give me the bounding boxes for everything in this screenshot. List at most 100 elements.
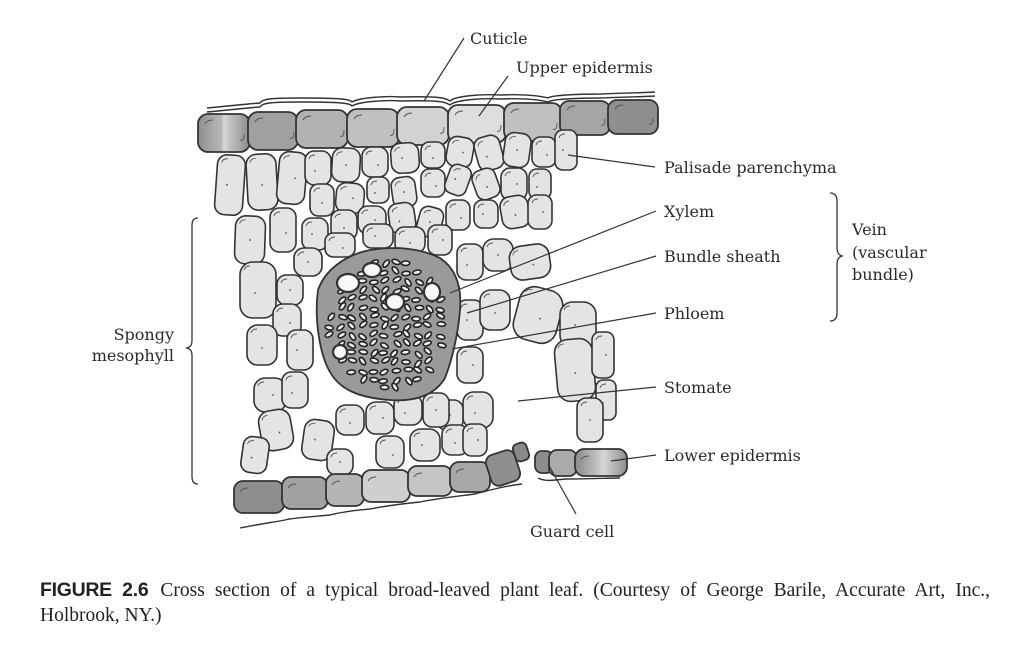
- phloem-tube: [436, 342, 447, 349]
- phloem-tube: [338, 313, 348, 321]
- mesophyll-cell: [245, 152, 279, 212]
- phloem-tube: [390, 356, 399, 366]
- mesophyll-cell: [361, 146, 389, 178]
- mesophyll-cell: [269, 207, 297, 253]
- cuticle-leader: [423, 37, 465, 102]
- mesophyll-cell: [326, 448, 354, 476]
- mesophyll-cell: [239, 261, 277, 319]
- phloem-tube: [347, 293, 357, 301]
- label-xylem: Xylem: [664, 202, 714, 221]
- figure-caption-text: Cross section of a typical broad-leaved …: [40, 580, 990, 626]
- mesophyll-cell: [508, 243, 552, 281]
- phloem-tube: [358, 312, 368, 321]
- mesophyll-cell: [443, 163, 473, 197]
- mesophyll-cell: [309, 183, 335, 217]
- phloem-tube: [436, 321, 447, 328]
- mesophyll-cell: [275, 150, 309, 206]
- phloem-tube: [379, 293, 388, 303]
- upper-epidermis-leader: [478, 75, 509, 117]
- figure-number: FIGURE 2.6: [40, 579, 149, 601]
- phloem-tube: [324, 324, 335, 331]
- mesophyll-cell: [246, 324, 278, 366]
- xylem-leader: [449, 210, 657, 294]
- phloem-tube: [380, 315, 390, 323]
- phloem-tube: [346, 348, 357, 356]
- label-cuticle: Cuticle: [470, 29, 528, 48]
- phloem-tube: [424, 356, 433, 365]
- phloem-tube: [435, 306, 446, 314]
- phloem-tube: [401, 270, 411, 277]
- label-palisade-parenchyma: Palisade parenchyma: [664, 158, 837, 177]
- vein-brace: [829, 192, 845, 322]
- lower-epidermis: [233, 441, 628, 529]
- guard-cell-leader: [547, 463, 577, 515]
- mesophyll-cell: [554, 129, 578, 171]
- mesophyll-cell: [462, 391, 494, 429]
- phloem-tube: [391, 258, 401, 266]
- mesophyll-cell: [499, 194, 531, 230]
- phloem-tube: [393, 339, 402, 348]
- phloem-tube: [403, 303, 412, 313]
- mesophyll-cell: [422, 392, 450, 428]
- phloem-tube: [346, 369, 357, 376]
- mesophyll-cell: [531, 136, 557, 168]
- phloem-tube: [338, 301, 347, 311]
- phloem-tube: [404, 376, 413, 386]
- phloem-tube: [368, 368, 379, 376]
- phloem-tube: [348, 332, 357, 341]
- mesophyll-cell: [276, 274, 304, 306]
- phloem-tube: [369, 329, 379, 338]
- phloem-tube: [358, 356, 367, 366]
- phloem-tube: [391, 382, 399, 392]
- phloem-tube: [337, 331, 347, 339]
- mesophyll-cell: [420, 141, 446, 169]
- label-spongy-line2: mesophyll: [92, 346, 174, 365]
- phloem-tube: [358, 348, 369, 355]
- phloem-tube: [368, 321, 379, 329]
- phloem-tube: [368, 294, 378, 303]
- phloem-tube: [391, 265, 400, 275]
- phloem-tube: [358, 340, 369, 348]
- phloem-tube: [400, 285, 410, 293]
- phloem-tube: [369, 306, 380, 313]
- mesophyll-cell: [281, 371, 309, 409]
- phloem-tube: [346, 341, 357, 349]
- label-guard-cell: Guard cell: [530, 522, 614, 541]
- phloem-tube: [400, 260, 411, 267]
- mesophyll-cell: [362, 223, 394, 249]
- mesophyll-cell: [233, 215, 267, 265]
- phloem-tube: [358, 320, 368, 329]
- phloem-tube: [423, 331, 433, 340]
- spongy-mesophyll-brace: [184, 217, 199, 485]
- phloem-tube: [346, 302, 355, 312]
- phloem-tube: [414, 350, 423, 359]
- mesophyll-cell: [445, 199, 471, 231]
- mesophyll-cell: [473, 199, 499, 229]
- bundle-sheath-leader: [466, 255, 657, 314]
- phloem-tube: [391, 367, 402, 374]
- label-bundle-sheath: Bundle sheath: [664, 247, 781, 266]
- phloem-tube: [380, 276, 390, 284]
- mesophyll-cell: [366, 176, 390, 204]
- mesophyll-cell: [553, 337, 597, 403]
- phloem-tube: [368, 279, 379, 286]
- phloem-tube: [370, 311, 380, 319]
- mesophyll-cell: [456, 346, 484, 384]
- mesophyll-cell: [576, 397, 604, 443]
- phloem-tube: [415, 278, 425, 287]
- phloem-tube: [414, 304, 425, 311]
- phloem-tube: [379, 342, 390, 350]
- phloem-tube: [336, 323, 345, 332]
- mesophyll-cell: [304, 150, 332, 186]
- upper-cuticle: [206, 91, 656, 113]
- phloem-tube: [411, 376, 422, 383]
- phloem-tube: [389, 323, 400, 331]
- phloem-tube: [413, 332, 424, 340]
- phloem-tube: [435, 312, 446, 320]
- phloem-tube: [392, 275, 402, 284]
- phloem-tube: [382, 259, 391, 268]
- phloem-tube: [379, 368, 389, 376]
- phloem-tube: [422, 312, 432, 321]
- phloem-tube: [390, 313, 399, 322]
